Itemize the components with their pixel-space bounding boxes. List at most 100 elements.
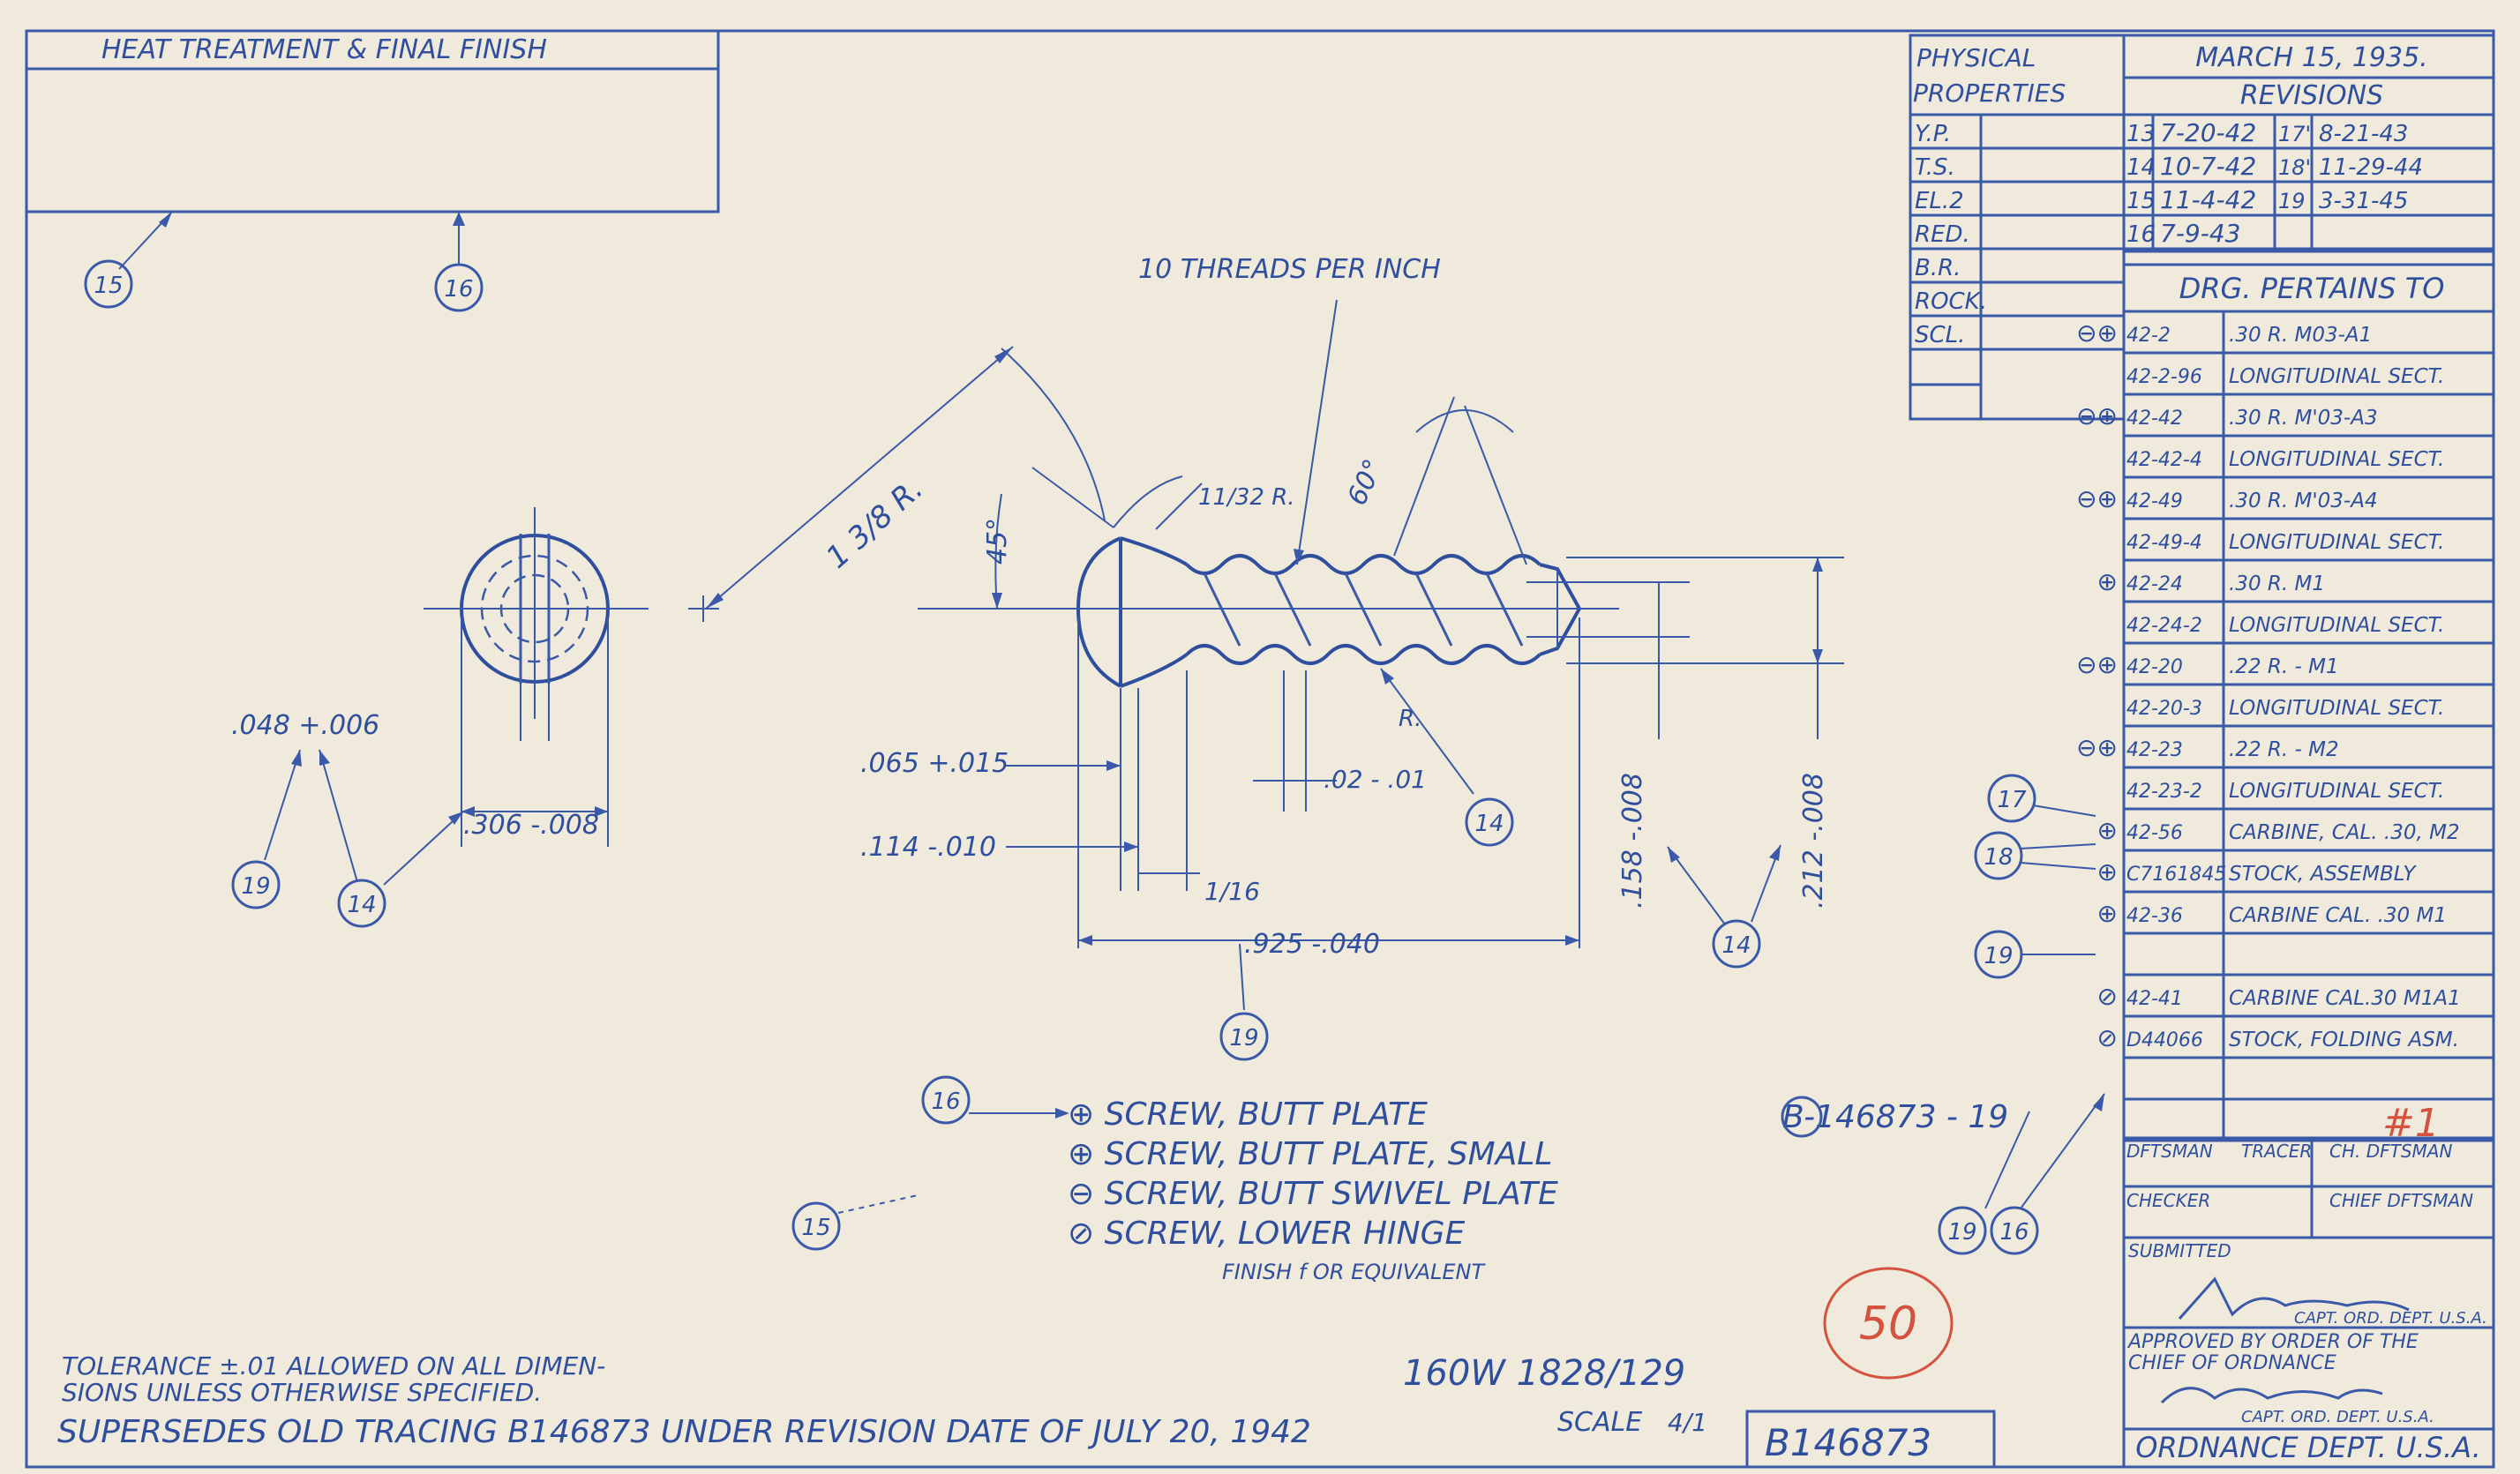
balloon-19-right: 19 <box>1984 943 2013 969</box>
reference-number: 160W 1828/129 <box>1403 1353 1685 1394</box>
rev-number: 16 <box>2126 221 2156 248</box>
tb-capt-1: CAPT. ORD. DEPT. U.S.A. <box>2294 1309 2487 1328</box>
note-line-1: ⊕ SCREW, BUTT PLATE <box>1068 1096 1428 1133</box>
pertains-symbol: ⊕ <box>2097 816 2118 845</box>
leader-15-top: 15 <box>84 211 173 309</box>
finish-box: HEAT TREATMENT & FINAL FINISH <box>25 29 720 213</box>
pertains-title: DRG. PERTAINS TO <box>2179 272 2445 305</box>
rev-date: 11-29-44 <box>2319 154 2423 181</box>
pertains-code: 42-42-4 <box>2126 449 2202 471</box>
tb-ch-draftsman: CH. DFTSMAN <box>2329 1141 2452 1162</box>
balloon-14-left: 14 <box>347 892 376 918</box>
pertains-symbol: ⊖⊕ <box>2076 318 2118 348</box>
red-mark-text: 50 <box>1859 1298 1917 1351</box>
note-line-2: ⊕ SCREW, BUTT PLATE, SMALL <box>1068 1136 1552 1172</box>
pertains-code: 42-41 <box>2126 988 2183 1010</box>
right-balloons: 17 18 19 <box>1974 774 2096 979</box>
dim-minor-diameter: .158 -.008 <box>1617 773 1648 909</box>
dim-angle-60: 60° <box>1342 454 1390 510</box>
end-view <box>424 507 649 847</box>
tb-submitted: SUBMITTED <box>2128 1240 2231 1261</box>
dim-threads: 10 THREADS PER INCH <box>1138 254 1441 285</box>
title-block: DFTSMAN TRACER CH. DFTSMAN CHECKER CHIEF… <box>2122 1136 2495 1469</box>
pertains-code: 42-23 <box>2126 739 2183 761</box>
rev-number: 17' <box>2278 122 2311 146</box>
rev-date: 3-31-45 <box>2319 188 2408 214</box>
pertains-symbol: ⊖⊕ <box>2076 733 2118 762</box>
tb-capt-2: CAPT. ORD. DEPT. U.S.A. <box>2241 1408 2434 1426</box>
screw-notes: 16 15 ⊕ SCREW, BUTT PLATE ⊕ SCREW, BUTT … <box>791 1075 1558 1284</box>
pertains-code: 42-49 <box>2126 490 2183 513</box>
dim-radius-small: 11/32 R. <box>1198 484 1295 511</box>
dim-major-diameter: .212 -.008 <box>1798 773 1829 909</box>
rev-number: 13 <box>2126 121 2156 147</box>
pertains-code: 42-24 <box>2126 573 2183 595</box>
tb-tracer: TRACER <box>2241 1141 2312 1162</box>
pertains-description: LONGITUDINAL SECT. <box>2229 365 2444 388</box>
phys-title-2: PROPERTIES <box>1913 79 2066 108</box>
note-line-4: ⊘ SCREW, LOWER HINGE <box>1068 1216 1466 1252</box>
phys-row-label: Y.P. <box>1915 121 1951 147</box>
revision-date: MARCH 15, 1935. <box>2195 42 2427 73</box>
pertains-code: 42-23-2 <box>2126 781 2202 803</box>
phys-row-label: EL.2 <box>1915 188 1964 214</box>
rev-date: 8-21-43 <box>2319 121 2408 147</box>
pertains-description: .30 R. M'03-A4 <box>2229 490 2378 513</box>
dim-pitch: .02 - .01 <box>1324 765 1427 794</box>
rev-number: 19 <box>2278 189 2306 213</box>
scale-value: 4/1 <box>1668 1408 1707 1437</box>
pertains-code: 42-56 <box>2126 822 2183 844</box>
tb-draftsman: DFTSMAN <box>2126 1141 2213 1162</box>
balloon-18: 18 <box>1984 844 2013 871</box>
dash-number-circle <box>1781 1096 1823 1138</box>
phys-title-1: PHYSICAL <box>1916 43 2036 72</box>
pertains-symbol: ⊖⊕ <box>2076 484 2118 513</box>
signature-1 <box>2178 1276 2410 1320</box>
dim-head-diameter: .306 -.008 <box>463 810 599 841</box>
side-view-dimensions: 14 19 1 <box>688 299 1844 1061</box>
pertains-description: .30 R. M1 <box>2229 572 2325 595</box>
pertains-code: 42-24-2 <box>2126 615 2202 637</box>
note-finish: FINISH f OR EQUIVALENT <box>1222 1260 1486 1284</box>
rev-date: 10-7-42 <box>2160 152 2256 181</box>
finish-box-title: HEAT TREATMENT & FINAL FINISH <box>101 34 547 65</box>
balloon-14-mid: 14 <box>1474 811 1504 837</box>
rev-date: 7-9-43 <box>2160 219 2240 248</box>
dim-angle-45: 45° <box>982 518 1013 565</box>
rev-number: 18' <box>2278 155 2311 180</box>
tb-approved-2: CHIEF OF ORDNANCE <box>2128 1352 2336 1374</box>
pertains-symbol: ⊖⊕ <box>2076 401 2118 430</box>
balloon-19-mid: 19 <box>1229 1025 1258 1051</box>
balloon-19-title: 19 <box>1947 1219 1976 1246</box>
pertains-description: .30 R. M'03-A3 <box>2229 407 2378 430</box>
pertains-code: 42-2 <box>2126 325 2171 347</box>
pertains-symbol: ⊘ <box>2097 1023 2118 1052</box>
pertains-code: D44066 <box>2126 1029 2203 1051</box>
rev-number: 14 <box>2126 154 2156 181</box>
signature-2 <box>2160 1387 2383 1404</box>
balloon-16-top: 16 <box>444 276 473 303</box>
dim-root-radius: R. <box>1399 706 1421 732</box>
drawing-number: B146873 <box>1765 1421 1931 1464</box>
scale-label: SCALE <box>1557 1407 1642 1438</box>
phys-row-label: SCL. <box>1915 322 1965 348</box>
pertains-symbol: ⊖⊕ <box>2076 650 2118 679</box>
dim-radius-large: 1 3/8 R. <box>820 471 930 575</box>
tb-chief: CHIEF DFTSMAN <box>2329 1190 2473 1211</box>
pertains-symbol: ⊘ <box>2097 982 2118 1011</box>
phys-row-label: T.S. <box>1915 154 1955 181</box>
leader-16-top: 16 <box>434 212 484 312</box>
pertains-description: LONGITUDINAL SECT. <box>2229 614 2444 637</box>
pertains-code: 42-20 <box>2126 656 2183 678</box>
pertains-description: STOCK, FOLDING ASM. <box>2229 1029 2459 1051</box>
dim-sixteenth: 1/16 <box>1204 877 1260 906</box>
pertains-code: 42-49-4 <box>2126 532 2202 554</box>
balloon-19-left: 19 <box>241 873 270 900</box>
dim-head-thickness: .065 +.015 <box>860 748 1009 779</box>
balloon-15-top: 15 <box>94 273 123 299</box>
revisions-title: REVISIONS <box>2240 80 2383 111</box>
